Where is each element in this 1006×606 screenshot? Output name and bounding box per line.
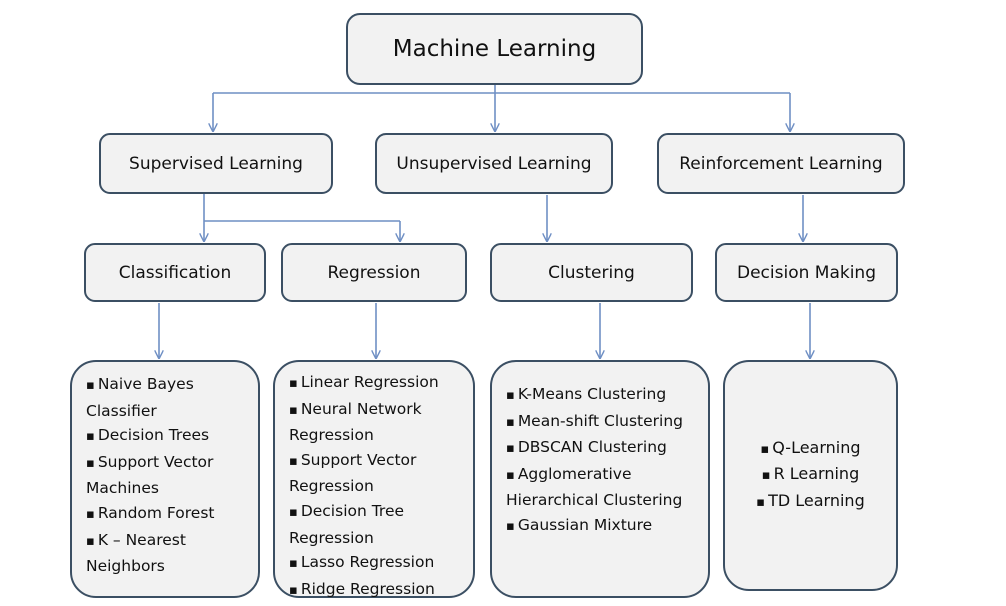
classification-node: Classification xyxy=(84,243,266,302)
list-item: K-Means Clustering xyxy=(506,382,694,409)
reinforcement-learning-label: Reinforcement Learning xyxy=(679,153,883,174)
reinforcement-learning-node: Reinforcement Learning xyxy=(657,133,905,194)
decision-making-node: Decision Making xyxy=(715,243,898,302)
list-item: Linear Regression xyxy=(289,370,459,397)
list-item: TD Learning xyxy=(756,489,865,516)
supervised-learning-node: Supervised Learning xyxy=(99,133,333,194)
list-item: K – Nearest Neighbors xyxy=(86,528,244,579)
classification-algorithms-list: Naive Bayes Classifier Decision Trees Su… xyxy=(70,360,260,598)
list-item: Q-Learning xyxy=(756,436,864,463)
root-node: Machine Learning xyxy=(346,13,643,85)
regression-label: Regression xyxy=(327,262,421,283)
unsupervised-learning-node: Unsupervised Learning xyxy=(375,133,613,194)
list-item: Support Vector Machines xyxy=(86,450,244,501)
clustering-label: Clustering xyxy=(548,262,635,283)
list-item: Ridge Regression xyxy=(289,577,459,604)
list-item: Decision Trees xyxy=(86,423,244,450)
decision-making-label: Decision Making xyxy=(737,262,876,283)
list-item: Neural Network Regression xyxy=(289,397,459,448)
list-item: Agglomerative Hierarchical Clustering xyxy=(506,462,694,513)
classification-label: Classification xyxy=(118,262,232,283)
root-label: Machine Learning xyxy=(392,36,597,62)
unsupervised-learning-label: Unsupervised Learning xyxy=(396,153,592,174)
clustering-node: Clustering xyxy=(490,243,693,302)
list-item: Support Vector Regression xyxy=(289,448,459,499)
decision-making-algorithms-list: Q-Learning R Learning TD Learning xyxy=(723,360,898,591)
list-item: Random Forest xyxy=(86,501,244,528)
regression-algorithms-list: Linear Regression Neural Network Regress… xyxy=(273,360,475,598)
clustering-algorithms-list: K-Means Clustering Mean-shift Clustering… xyxy=(490,360,710,598)
list-item: Decision Tree Regression xyxy=(289,499,459,550)
list-item: Mean-shift Clustering xyxy=(506,409,694,436)
supervised-learning-label: Supervised Learning xyxy=(129,153,303,174)
list-item: DBSCAN Clustering xyxy=(506,435,694,462)
list-item: R Learning xyxy=(756,462,864,489)
list-item: Lasso Regression xyxy=(289,550,459,577)
list-item: Gaussian Mixture xyxy=(506,513,694,540)
list-item: Naive Bayes Classifier xyxy=(86,372,244,423)
regression-node: Regression xyxy=(281,243,467,302)
